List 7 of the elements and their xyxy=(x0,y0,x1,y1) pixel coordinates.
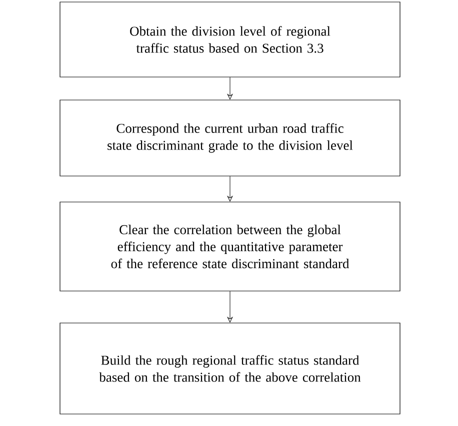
process-box: Build the rough regional traffic status standard based on the transition of the above correlation xyxy=(60,322,400,414)
arrow xyxy=(227,291,233,322)
process-box: Obtain the division level of regional traffic status based on Section 3.3 xyxy=(60,2,400,78)
process-box: Clear the correlation between the global efficiency and the quantitative parameter of the reference state discriminant standard xyxy=(60,202,400,292)
process-box: Correspond the current urban road traffic state discriminant grade to the division level xyxy=(60,100,400,176)
arrow xyxy=(227,77,233,100)
arrow xyxy=(227,176,233,202)
